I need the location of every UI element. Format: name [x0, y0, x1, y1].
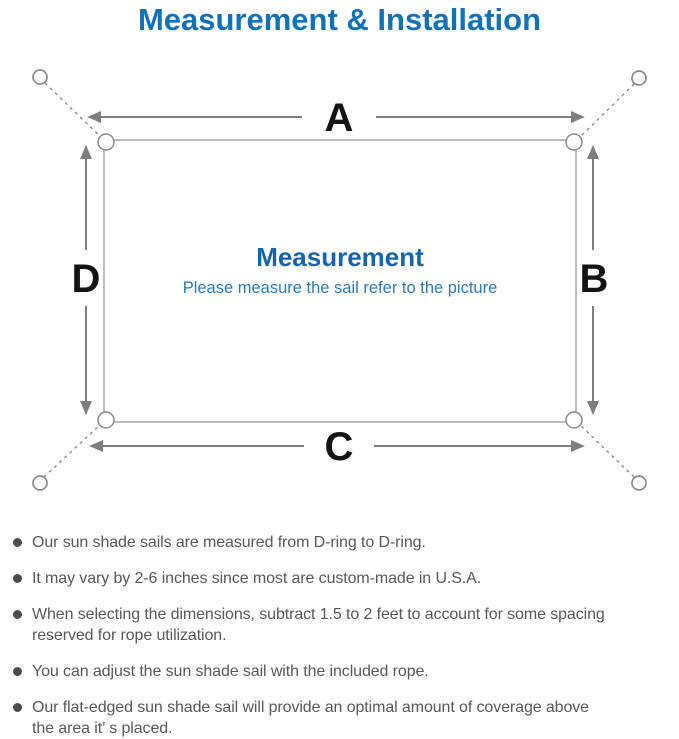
anchor-point-icon — [631, 70, 647, 86]
list-item: You can adjust the sun shade sail with t… — [0, 661, 671, 682]
page-title: Measurement & Installation — [137, 2, 542, 37]
bullet-icon — [13, 703, 22, 712]
note-text: It may vary by 2-6 inches since most are… — [32, 570, 482, 587]
anchor-point-icon — [631, 475, 647, 491]
list-item: When selecting the dimensions, subtract … — [0, 604, 671, 646]
dimension-label-c: C — [325, 425, 354, 469]
rope-dashed-line — [577, 83, 635, 140]
diagram-center-text: Measurement Please measure the sail refe… — [104, 242, 576, 298]
bullet-icon — [13, 667, 22, 676]
dimension-arrow-a — [87, 111, 585, 123]
d-ring-icon — [97, 411, 115, 429]
note-text: Our flat-edged sun shade sail will provi… — [32, 699, 589, 737]
dimension-label-a: A — [325, 96, 354, 140]
rope-dashed-line — [577, 422, 635, 478]
bullet-icon — [13, 610, 22, 619]
notes-list: Our sun shade sails are measured from D-… — [0, 532, 671, 739]
sail-outline — [103, 139, 577, 423]
note-text: You can adjust the sun shade sail with t… — [32, 663, 429, 680]
note-text: Our sun shade sails are measured from D-… — [32, 534, 426, 551]
diagram-subheading: Please measure the sail refer to the pic… — [182, 279, 498, 297]
note-text: When selecting the dimensions, subtract … — [32, 606, 605, 644]
diagram-heading: Measurement — [256, 242, 424, 272]
rope-dashed-line — [43, 422, 103, 478]
list-item: It may vary by 2-6 inches since most are… — [0, 568, 671, 589]
dimension-label-b: B — [580, 257, 609, 301]
bullet-icon — [13, 538, 22, 547]
dimension-label-d: D — [72, 257, 101, 301]
dimension-arrow-b — [587, 145, 599, 415]
sail-measurement-diagram: A B C D — [32, 69, 647, 491]
rope-dashed-line — [44, 82, 104, 140]
list-item: Our flat-edged sun shade sail will provi… — [0, 697, 671, 739]
list-item: Our sun shade sails are measured from D-… — [0, 532, 671, 553]
d-ring-icon — [565, 133, 583, 151]
bullet-icon — [13, 574, 22, 583]
d-ring-icon — [565, 411, 583, 429]
d-ring-icon — [97, 133, 115, 151]
dimension-arrow-c — [89, 440, 585, 452]
anchor-point-icon — [32, 475, 48, 491]
dimension-arrow-d — [80, 145, 92, 415]
anchor-point-icon — [32, 69, 48, 85]
